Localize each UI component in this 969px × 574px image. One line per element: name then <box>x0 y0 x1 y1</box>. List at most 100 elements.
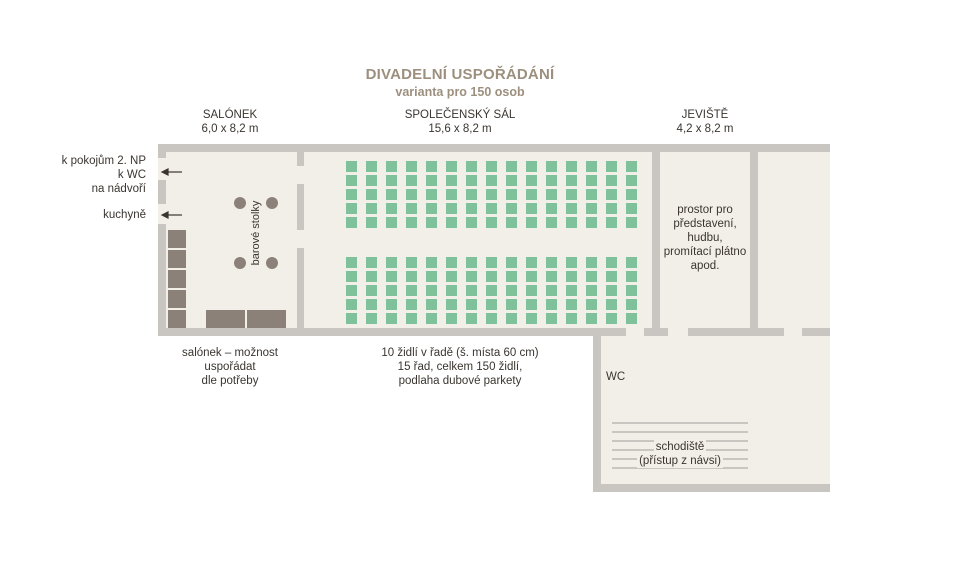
chair-grid <box>346 161 637 324</box>
chair <box>446 285 457 296</box>
chair <box>526 313 537 324</box>
chair <box>346 217 357 228</box>
chair <box>566 257 577 268</box>
chair <box>446 257 457 268</box>
bar-table <box>234 197 246 209</box>
room-name: SPOLEČENSKÝ SÁL <box>404 109 516 121</box>
chair <box>506 257 517 268</box>
chair <box>386 175 397 186</box>
note-line: 15 řad, celkem 150 židlí, <box>397 361 523 373</box>
stage-line: apod. <box>690 260 720 272</box>
chair <box>366 203 377 214</box>
chair <box>586 217 597 228</box>
salonek-furniture <box>168 197 286 328</box>
chair <box>486 299 497 310</box>
chair <box>606 175 617 186</box>
chair <box>366 285 377 296</box>
chair <box>346 161 357 172</box>
chair <box>566 203 577 214</box>
chair <box>406 299 417 310</box>
side-label-line: na nádvoří <box>91 183 146 195</box>
stage-description: prostor pro představení, hudbu, promítac… <box>660 203 750 273</box>
chair <box>406 271 417 282</box>
chair <box>566 161 577 172</box>
chair <box>626 189 637 200</box>
chair <box>346 203 357 214</box>
chair <box>386 271 397 282</box>
arrow-pokoje-head-icon <box>160 168 169 176</box>
room-label-sal: SPOLEČENSKÝ SÁL 15,6 x 8,2 m <box>390 108 530 136</box>
chair <box>426 203 437 214</box>
chair <box>346 175 357 186</box>
note-line: uspořádat <box>204 361 256 373</box>
side-label-pokoje: k pokojům 2. NP k WC na nádvoří <box>40 154 146 196</box>
chair <box>366 271 377 282</box>
chair <box>426 313 437 324</box>
arrow-kuchyne-head-icon <box>160 211 169 219</box>
chair <box>586 161 597 172</box>
chair <box>366 257 377 268</box>
chair <box>526 299 537 310</box>
chair <box>366 161 377 172</box>
chair <box>566 313 577 324</box>
chair <box>506 203 517 214</box>
sofa-segment <box>168 250 186 268</box>
chair <box>566 299 577 310</box>
bar-tables-label: barové stolky <box>250 200 262 265</box>
chair <box>606 203 617 214</box>
side-label-line: k pokojům 2. NP <box>61 155 146 167</box>
chair <box>466 299 477 310</box>
chair <box>626 217 637 228</box>
chair <box>626 313 637 324</box>
plan-title: DIVADELNÍ USPOŘÁDÁNÍ <box>365 66 555 83</box>
sofa-segment <box>168 290 186 308</box>
chair <box>426 299 437 310</box>
chair <box>446 175 457 186</box>
chair <box>626 271 637 282</box>
chair <box>546 313 557 324</box>
chair <box>586 299 597 310</box>
chair <box>546 189 557 200</box>
chair <box>546 271 557 282</box>
chair <box>386 299 397 310</box>
chair <box>486 257 497 268</box>
chair <box>626 161 637 172</box>
room-name: JEVIŠTĚ <box>681 109 729 121</box>
bar-table <box>266 197 278 209</box>
chair <box>406 189 417 200</box>
stairs-label: schodiště (přístup z návsi) <box>630 440 730 468</box>
chair <box>506 285 517 296</box>
chair <box>566 271 577 282</box>
chair <box>586 313 597 324</box>
chair <box>486 161 497 172</box>
chair <box>506 271 517 282</box>
chair <box>466 285 477 296</box>
chair <box>486 285 497 296</box>
chair <box>386 257 397 268</box>
chair <box>466 189 477 200</box>
chair <box>506 189 517 200</box>
chair <box>386 189 397 200</box>
room-size: 4,2 x 8,2 m <box>676 123 734 135</box>
chair <box>606 271 617 282</box>
sofa-segment <box>168 230 186 248</box>
chair <box>446 313 457 324</box>
chair <box>586 203 597 214</box>
room-size: 15,6 x 8,2 m <box>428 123 492 135</box>
room-label-salonek: SALÓNEK 6,0 x 8,2 m <box>170 108 290 136</box>
chair <box>526 161 537 172</box>
chair <box>586 189 597 200</box>
chair <box>346 313 357 324</box>
chair <box>626 175 637 186</box>
chair <box>406 161 417 172</box>
chair <box>606 161 617 172</box>
chair <box>506 175 517 186</box>
bar-table <box>234 257 246 269</box>
chair <box>406 257 417 268</box>
walls <box>158 144 830 492</box>
chair <box>386 313 397 324</box>
chair <box>366 217 377 228</box>
note-sal: 10 židlí v řadě (š. místa 60 cm) 15 řad,… <box>360 346 560 388</box>
chair <box>366 313 377 324</box>
